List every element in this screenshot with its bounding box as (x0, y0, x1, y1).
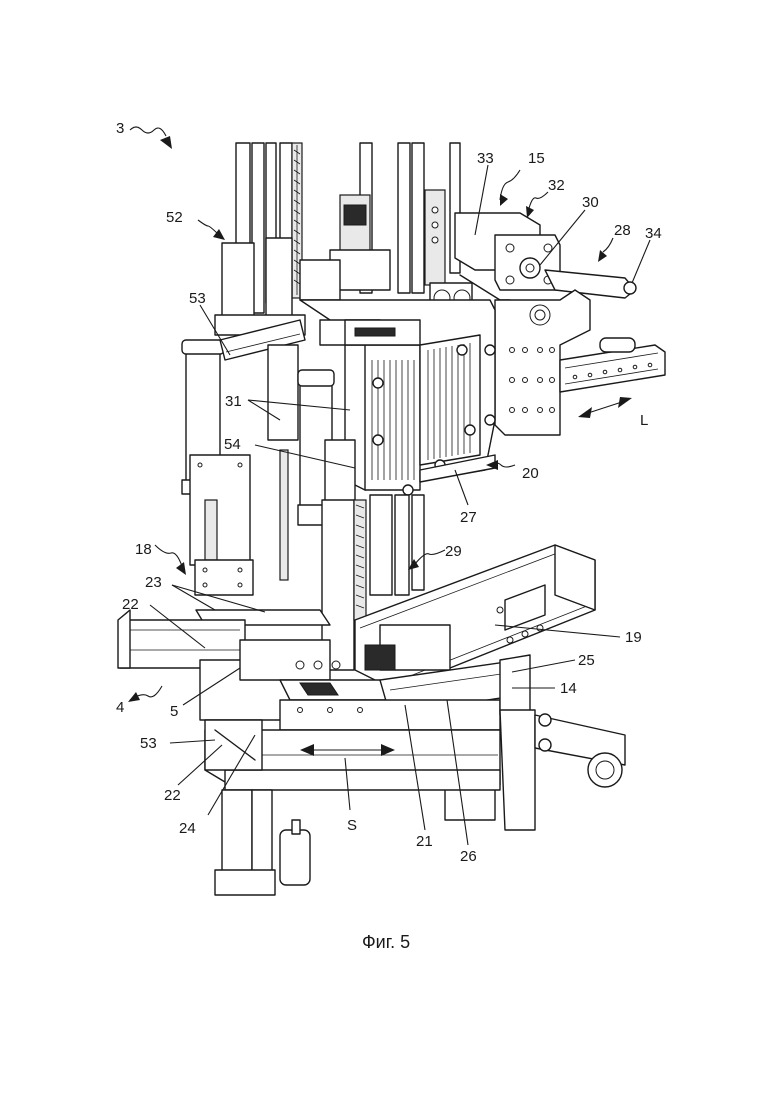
label-31: 31 (225, 393, 242, 410)
label-23: 23 (145, 574, 162, 591)
top-motor (300, 195, 390, 300)
left-lower-module (190, 455, 253, 595)
machine-illustration (118, 143, 665, 895)
label-S: S (347, 817, 357, 834)
bottom-cylinder (215, 790, 310, 895)
label-4: 4 (116, 699, 124, 716)
label-29: 29 (445, 543, 462, 560)
figure-caption: Фиг. 5 (362, 932, 410, 952)
label-25: 25 (578, 652, 595, 669)
label-30: 30 (582, 194, 599, 211)
label-34: 34 (645, 225, 662, 242)
label-52: 52 (166, 209, 183, 226)
label-24: 24 (179, 820, 196, 837)
label-19: 19 (625, 629, 642, 646)
label-53-bottom: 53 (140, 735, 157, 752)
label-32: 32 (548, 177, 565, 194)
label-14: 14 (560, 680, 577, 697)
label-54: 54 (224, 436, 241, 453)
label-15: 15 (528, 150, 545, 167)
label-53-top: 53 (189, 290, 206, 307)
label-27: 27 (460, 509, 477, 526)
label-22-bottom: 22 (164, 787, 181, 804)
label-26: 26 (460, 848, 477, 865)
label-18: 18 (135, 541, 152, 558)
lower-beam (205, 720, 500, 790)
label-L: L (640, 412, 648, 429)
label-3: 3 (116, 120, 124, 137)
label-20: 20 (522, 465, 539, 482)
label-5: 5 (170, 703, 178, 720)
label-22-top: 22 (122, 596, 139, 613)
upper-right-actuator (430, 213, 636, 313)
label-28: 28 (614, 222, 631, 239)
label-33: 33 (477, 150, 494, 167)
label-21: 21 (416, 833, 433, 850)
